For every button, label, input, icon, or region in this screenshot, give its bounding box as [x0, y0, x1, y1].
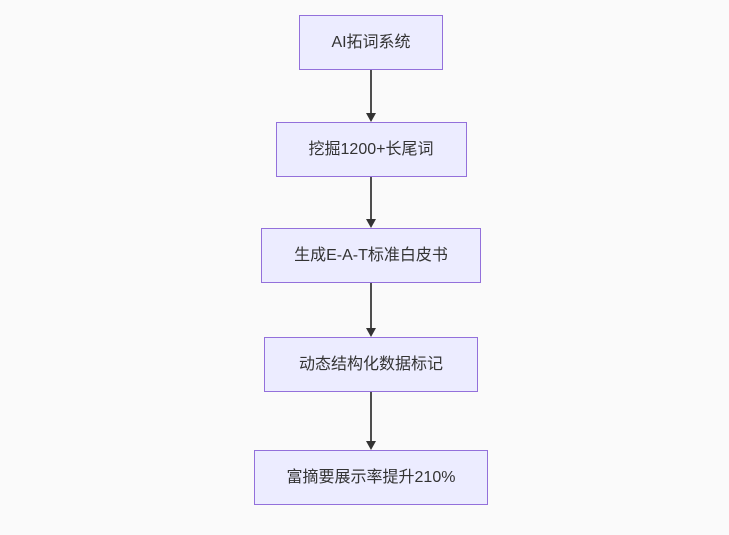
flow-node-eat-whitepaper: 生成E-A-T标准白皮书 [261, 228, 481, 283]
arrow-connector [366, 70, 376, 122]
arrowhead-down-icon [366, 113, 376, 122]
flowchart: AI拓词系统 挖掘1200+长尾词 生成E-A-T标准白皮书 动态结构化数据标记… [254, 15, 488, 505]
arrow-connector [366, 283, 376, 337]
arrow-line [370, 70, 372, 113]
node-label: AI拓词系统 [331, 33, 411, 51]
arrow-line [370, 392, 372, 441]
arrow-connector [366, 392, 376, 450]
node-label: 挖掘1200+长尾词 [308, 140, 434, 158]
flow-node-longtail-mining: 挖掘1200+长尾词 [275, 122, 467, 177]
arrowhead-down-icon [366, 219, 376, 228]
node-label: 生成E-A-T标准白皮书 [294, 246, 448, 264]
flow-node-ai-keyword-system: AI拓词系统 [299, 15, 443, 70]
flow-node-rich-snippet-result: 富摘要展示率提升210% [254, 450, 488, 505]
node-label: 动态结构化数据标记 [298, 355, 443, 373]
node-label: 富摘要展示率提升210% [286, 468, 456, 486]
arrowhead-down-icon [366, 328, 376, 337]
arrowhead-down-icon [366, 441, 376, 450]
arrow-connector [366, 177, 376, 228]
arrow-line [370, 177, 372, 219]
flow-node-structured-data-markup: 动态结构化数据标记 [264, 337, 478, 392]
arrow-line [370, 283, 372, 328]
